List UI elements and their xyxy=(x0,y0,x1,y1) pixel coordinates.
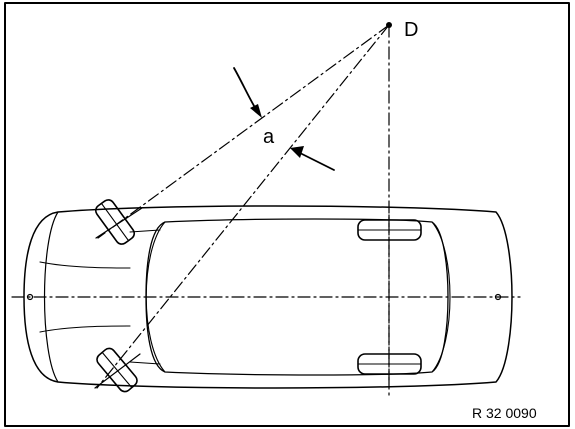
reference-code: R 32 0090 xyxy=(472,405,537,421)
front-center-marker xyxy=(26,293,34,301)
hood-line-lower xyxy=(39,325,131,333)
angle-label: a xyxy=(263,126,275,148)
border-frame xyxy=(4,2,570,427)
lower-wheel-radius-line xyxy=(96,24,390,389)
windscreen-line xyxy=(145,221,166,373)
arrow-icon xyxy=(290,146,335,171)
turning-center-point xyxy=(386,22,392,28)
rear-window-line xyxy=(431,221,451,373)
side-line-upper xyxy=(129,229,161,233)
front-wheel-upper xyxy=(94,199,136,245)
hood-line-upper xyxy=(39,261,131,269)
side-line-lower xyxy=(129,361,161,365)
front-wheel-upper-axle xyxy=(95,207,143,239)
rear-center-marker xyxy=(494,293,502,301)
car-body xyxy=(23,205,513,389)
curved-arrow-icon xyxy=(233,67,262,118)
front-wheel-lower-axle xyxy=(94,353,141,389)
front-bumper-line xyxy=(43,211,59,383)
front-wheel-lower xyxy=(96,347,138,393)
upper-wheel-radius-line xyxy=(97,24,390,239)
point-label: D xyxy=(404,19,418,41)
